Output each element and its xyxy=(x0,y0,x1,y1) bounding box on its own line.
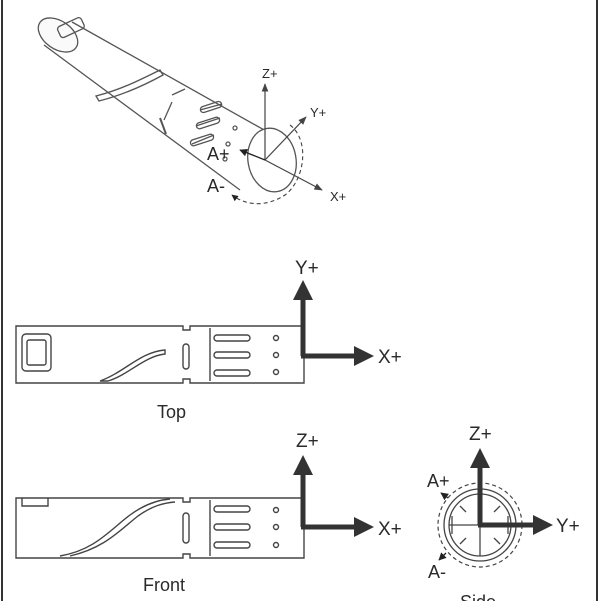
top-x-label: X+ xyxy=(378,347,402,368)
iso-x-label: X+ xyxy=(330,189,346,204)
front-view-tube xyxy=(15,497,305,559)
top-view-caption: Top xyxy=(157,402,186,422)
side-view-caption: Side xyxy=(460,592,496,601)
front-view-caption: Front xyxy=(143,575,185,595)
side-z-arrowhead xyxy=(470,448,490,468)
side-a-plus-arrow xyxy=(440,492,449,501)
top-view-tube xyxy=(15,325,305,384)
side-z-label: Z+ xyxy=(469,424,492,445)
side-view: Z+ Y+ A+ A- Side xyxy=(427,424,580,601)
top-y-label: Y+ xyxy=(295,258,319,279)
side-y-arrowhead xyxy=(533,515,553,535)
front-x-label: X+ xyxy=(378,519,402,540)
iso-y-axis xyxy=(264,116,307,161)
top-x-arrowhead xyxy=(354,346,374,366)
iso-a-minus-label: A- xyxy=(207,176,225,196)
top-view: Y+ X+ Top xyxy=(15,258,402,422)
front-z-label: Z+ xyxy=(296,431,319,452)
side-a-minus-label: A- xyxy=(428,562,446,582)
iso-z-label: Z+ xyxy=(262,66,278,81)
iso-y-label: Y+ xyxy=(310,105,326,120)
iso-x-axis xyxy=(264,159,323,191)
isometric-view: Z+ Y+ X+ A+ A- xyxy=(37,16,346,205)
side-a-plus-label: A+ xyxy=(427,471,450,491)
side-a-minus-arrow xyxy=(438,552,447,561)
side-y-label: Y+ xyxy=(556,516,580,537)
iso-a-plus-arrow xyxy=(239,148,266,161)
iso-a-plus-label: A+ xyxy=(207,144,230,164)
front-x-arrowhead xyxy=(354,517,374,537)
front-z-arrowhead xyxy=(293,455,313,475)
top-y-arrowhead xyxy=(293,280,313,300)
iso-rotation-arc xyxy=(231,124,304,205)
iso-tube-body xyxy=(37,16,297,193)
front-view: Z+ X+ Front xyxy=(15,431,402,595)
